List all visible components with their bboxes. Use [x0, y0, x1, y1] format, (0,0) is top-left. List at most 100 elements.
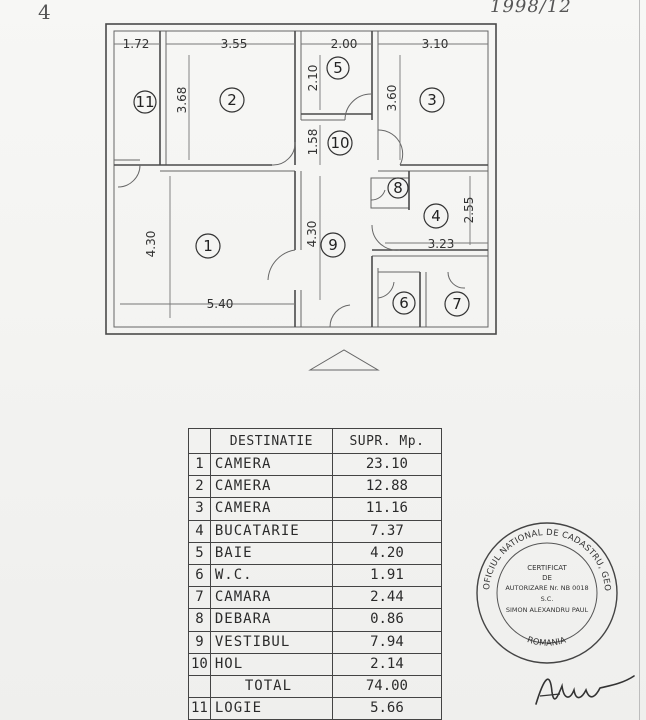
dim-r3-width: 3.10 [422, 37, 449, 51]
table-header-row: DESTINATIE SUPR. Mp. [188, 428, 443, 454]
table-row: 1 CAMERA 23.10 [188, 452, 443, 477]
row-area: 1.91 [331, 563, 443, 588]
dim-r2-height: 3.68 [175, 87, 189, 114]
row-index: 2 [188, 475, 211, 499]
room-9-marker: 9 [320, 232, 346, 258]
total-area: 74.00 [331, 674, 443, 699]
table-extra-row: 11 LOGIE 5.66 [188, 697, 443, 720]
dim-r3-height: 3.60 [385, 85, 399, 112]
dimension-lines [114, 43, 488, 318]
row-index: 7 [188, 586, 211, 610]
extra-index: 11 [188, 697, 211, 720]
table-row: 7 CAMARA 2.44 [188, 586, 443, 610]
row-name: CAMERA [209, 497, 333, 521]
header-destination: DESTINATIE [209, 428, 333, 454]
row-index: 3 [188, 497, 211, 521]
row-name: VESTIBUL [209, 630, 333, 654]
room-6-marker: 6 [392, 291, 416, 315]
table-row: 10 HOL 2.14 [188, 652, 443, 676]
certification-stamp: OFICIUL NATIONAL DE CADASTRU, GEODEZIE S… [472, 518, 618, 664]
row-area: 12.88 [331, 475, 443, 499]
table-row: 2 CAMERA 12.88 [188, 475, 443, 499]
row-area: 2.14 [331, 652, 443, 676]
room-8-marker: 8 [387, 177, 409, 199]
svg-text:6: 6 [399, 294, 409, 312]
stamp-bottom-text: ROMANIA [526, 635, 568, 649]
row-name: HOL [209, 652, 333, 676]
row-area: 2.44 [331, 586, 443, 610]
row-index: 4 [188, 519, 211, 543]
dim-r5-width: 2.00 [331, 37, 358, 51]
row-area: 7.37 [331, 519, 443, 543]
north-triangle-icon [308, 349, 380, 371]
table-row: 8 DEBARA 0.86 [188, 608, 443, 632]
extra-area: 5.66 [331, 697, 443, 720]
top-right-mark: 1998/12 [490, 0, 572, 17]
row-name: CAMERA [209, 452, 333, 477]
room-2-marker: 2 [219, 87, 245, 113]
door-swings [117, 93, 466, 328]
svg-text:7: 7 [452, 295, 462, 313]
dim-r10-height: 1.58 [306, 129, 320, 156]
room-10-marker: 10 [327, 130, 353, 156]
stamp-line3: AUTORIZARE Nr. NB 0018 [505, 584, 588, 592]
row-area: 7.94 [331, 630, 443, 654]
stamp-line4: S.C. [541, 595, 554, 603]
dim-r11-width: 1.72 [123, 37, 150, 51]
dim-r1-width: 5.40 [207, 297, 234, 311]
floor-plan: 1.72 3.55 2.00 3.10 3.68 2.10 3.60 1.58 … [105, 23, 497, 371]
svg-text:5: 5 [333, 59, 343, 77]
header-index [188, 428, 211, 454]
row-name: BAIE [209, 541, 333, 565]
row-name: DEBARA [209, 608, 333, 632]
svg-text:2: 2 [227, 91, 237, 109]
row-index: 1 [188, 452, 211, 477]
svg-text:9: 9 [328, 236, 338, 254]
svg-text:3: 3 [427, 91, 437, 109]
stamp-line1: CERTIFICAT [527, 564, 567, 572]
room-11-marker: 11 [133, 90, 157, 114]
room-area-table: DESTINATIE SUPR. Mp. 1 CAMERA 23.10 2 CA… [188, 428, 443, 720]
svg-text:8: 8 [393, 179, 403, 197]
row-area: 11.16 [331, 497, 443, 521]
row-index: 8 [188, 608, 211, 632]
signature-image [535, 675, 635, 705]
dim-r4-width: 3.23 [428, 237, 455, 251]
extra-name: LOGIE [209, 697, 333, 720]
dim-r4-height: 2.55 [462, 197, 476, 224]
stamp-line5: SIMON ALEXANDRU PAUL [506, 606, 589, 614]
dim-r5-height: 2.10 [306, 65, 320, 92]
table-row: 5 BAIE 4.20 [188, 541, 443, 565]
room-5-marker: 5 [326, 56, 350, 80]
row-index: 5 [188, 541, 211, 565]
svg-text:1: 1 [203, 237, 213, 255]
svg-text:10: 10 [330, 134, 349, 152]
dim-r2-width: 3.55 [221, 37, 248, 51]
row-name: W.C. [209, 563, 333, 588]
svg-text:4: 4 [431, 207, 441, 225]
row-index: 10 [188, 652, 211, 676]
row-name: CAMARA [209, 586, 333, 610]
table-row: 4 BUCATARIE 7.37 [188, 519, 443, 543]
total-label: TOTAL [209, 674, 333, 699]
room-7-marker: 7 [444, 291, 470, 317]
row-name: CAMERA [209, 475, 333, 499]
table-row: 3 CAMERA 11.16 [188, 497, 443, 521]
table-row: 6 W.C. 1.91 [188, 563, 443, 588]
room-4-marker: 4 [423, 203, 449, 229]
dim-r9-height: 4.30 [305, 221, 319, 248]
top-left-mark: 4 [38, 0, 51, 24]
svg-text:11: 11 [135, 93, 154, 111]
table-total-row: TOTAL 74.00 [188, 674, 443, 699]
header-area: SUPR. Mp. [331, 428, 443, 454]
room-3-marker: 3 [419, 87, 445, 113]
row-index: 6 [188, 563, 211, 588]
total-index [188, 674, 211, 699]
room-1-marker: 1 [195, 233, 221, 259]
row-name: BUCATARIE [209, 519, 333, 543]
row-area: 4.20 [331, 541, 443, 565]
table-row: 9 VESTIBUL 7.94 [188, 630, 443, 654]
page-edge-line [639, 0, 640, 720]
row-area: 23.10 [331, 452, 443, 477]
row-area: 0.86 [331, 608, 443, 632]
